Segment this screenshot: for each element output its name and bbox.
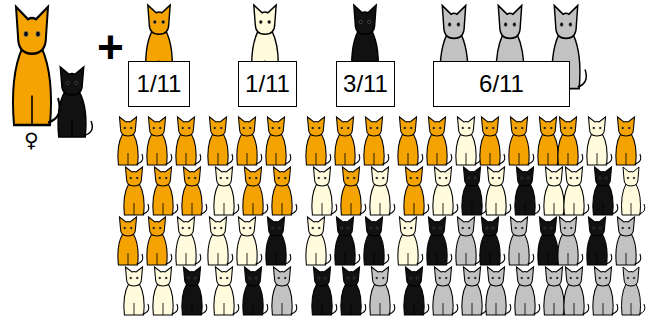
cat (176, 117, 201, 165)
cat (208, 217, 233, 265)
cat (124, 267, 149, 315)
cat (272, 267, 297, 315)
cat (456, 217, 481, 265)
cat (118, 117, 143, 165)
cat (208, 117, 233, 165)
cat (370, 167, 395, 215)
cat (237, 217, 262, 265)
cat (515, 267, 540, 315)
kitten-group (558, 117, 645, 315)
cat (364, 217, 389, 265)
cat (214, 167, 239, 215)
kitten-group (208, 117, 297, 315)
cat (312, 267, 337, 315)
cat (335, 217, 360, 265)
cat (13, 7, 60, 125)
cat (558, 217, 583, 265)
cat (433, 167, 458, 215)
kitten-group (118, 117, 207, 315)
cat (593, 267, 618, 315)
cat (616, 217, 641, 265)
cat (147, 217, 172, 265)
cat (306, 117, 331, 165)
cat (587, 217, 612, 265)
cat (564, 167, 589, 215)
cat (427, 217, 452, 265)
cat (147, 117, 172, 165)
cat (118, 217, 143, 265)
cat (509, 117, 534, 165)
cat (593, 167, 618, 215)
cat (404, 167, 429, 215)
cat (272, 167, 297, 215)
kitten-group (480, 117, 569, 315)
cat (341, 267, 366, 315)
cat (558, 117, 583, 165)
cat (182, 267, 207, 315)
cat (587, 117, 612, 165)
cat (58, 67, 92, 137)
cat (404, 267, 429, 315)
cat (341, 167, 366, 215)
cat (153, 267, 178, 315)
cat (306, 217, 331, 265)
cat (486, 267, 511, 315)
cat (243, 167, 268, 215)
fraction-text: 1/11 (245, 70, 290, 98)
cat (433, 267, 458, 315)
fraction-box: 1/11 (238, 61, 297, 107)
fraction-box: 1/11 (128, 61, 190, 107)
cat (462, 267, 487, 315)
cat (480, 117, 505, 165)
cat (237, 117, 262, 165)
cat (266, 217, 291, 265)
cat (480, 217, 505, 265)
cat (616, 117, 641, 165)
fraction-text: 6/11 (479, 70, 524, 98)
cat (176, 217, 201, 265)
cat (214, 267, 239, 315)
cat (564, 267, 589, 315)
cat (509, 217, 534, 265)
fraction-box: 3/11 (336, 61, 395, 107)
fraction-text: 1/11 (137, 70, 182, 98)
kitten-group (398, 117, 487, 315)
cat (182, 167, 207, 215)
cat (312, 167, 337, 215)
cat (456, 117, 481, 165)
fraction-text: 3/11 (343, 70, 388, 98)
cat (370, 267, 395, 315)
cat (427, 117, 452, 165)
cat (462, 167, 487, 215)
cat (398, 217, 423, 265)
cat (486, 167, 511, 215)
cat (124, 167, 149, 215)
cat (398, 117, 423, 165)
cat (243, 267, 268, 315)
cat (153, 167, 178, 215)
cat (622, 267, 645, 315)
cat (364, 117, 389, 165)
kitten-group (306, 117, 395, 315)
fraction-box: 6/11 (433, 61, 570, 107)
sex-symbol: ♀ (24, 130, 39, 150)
cat (622, 167, 645, 215)
cat (515, 167, 540, 215)
cat (335, 117, 360, 165)
cat (266, 117, 291, 165)
plus-sign: + (97, 24, 124, 70)
